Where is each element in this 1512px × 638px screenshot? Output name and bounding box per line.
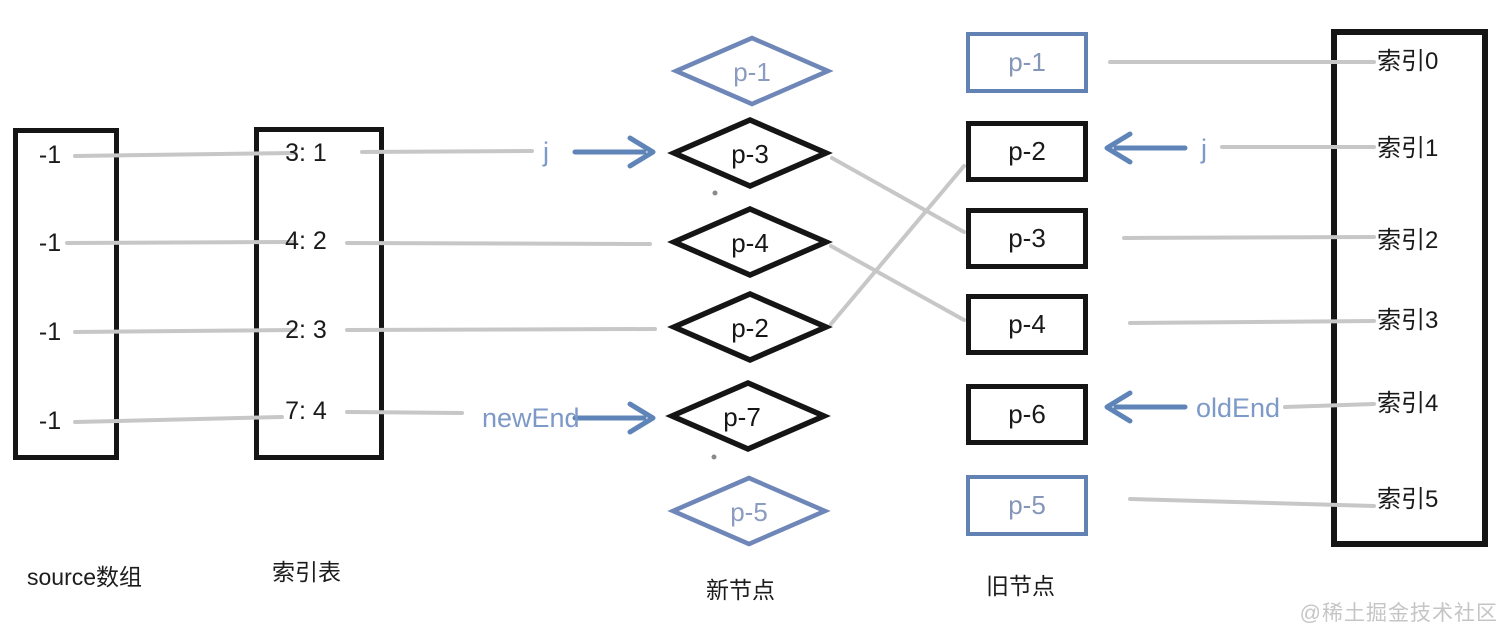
stray-dot-1 <box>712 190 718 196</box>
old-node-rect-p-3: p-3 <box>966 208 1088 269</box>
connector-index2-p2 <box>345 327 657 332</box>
index-column-box <box>1331 29 1488 547</box>
old-node-label: p-6 <box>1008 399 1046 429</box>
oldend-arrow-head <box>1104 390 1133 424</box>
index-column-label-1: 索引1 <box>1377 135 1439 162</box>
old-node-rect-p-6: p-6 <box>966 384 1088 445</box>
old-j-pointer-label: j <box>1201 134 1207 164</box>
index-column-label-3: 索引3 <box>1377 307 1439 334</box>
old-node-rect-p-1: p-1 <box>966 32 1088 93</box>
old-node-rect-p-4: p-4 <box>966 294 1088 355</box>
source-value: -1 <box>38 318 62 346</box>
index-table-entry: 4: 2 <box>285 227 327 255</box>
source-array-box <box>13 128 119 460</box>
watermark: @稀土掘金技术社区 <box>1299 602 1498 625</box>
old-node-label: p-1 <box>1008 47 1046 77</box>
index-table-entry: 7: 4 <box>285 397 327 425</box>
new-node-label-p-2: p-2 <box>731 313 769 343</box>
new-node-label-p-7: p-7 <box>723 402 761 432</box>
connector-newp4-oldp4 <box>829 244 966 322</box>
new-node-label-p-4: p-4 <box>731 228 769 258</box>
connector-index0-j <box>360 149 534 154</box>
old-node-label: p-2 <box>1008 136 1046 166</box>
source-value: -1 <box>38 229 62 257</box>
new-end-pointer-label: newEnd <box>482 403 580 433</box>
old-node-label: p-5 <box>1008 490 1046 520</box>
index-column-label-5: 索引5 <box>1377 486 1439 513</box>
connector-index1-p4 <box>345 241 652 246</box>
index-column-label-0: 索引0 <box>1377 48 1439 75</box>
index-table-caption: 索引表 <box>272 559 341 585</box>
index-column-label-4: 索引4 <box>1377 390 1439 417</box>
index-table-entry: 2: 3 <box>285 316 327 344</box>
new-node-diamonds <box>665 35 834 547</box>
old-node-label: p-3 <box>1008 223 1046 253</box>
pointer-arrows <box>572 131 1188 435</box>
old-node-label: p-4 <box>1008 309 1046 339</box>
new-nodes-caption: 新节点 <box>706 577 775 603</box>
new-j-pointer-label: j <box>543 137 549 167</box>
newend-arrow-head <box>627 401 656 435</box>
source-array-caption: source数组 <box>27 564 143 590</box>
source-value: -1 <box>38 407 62 435</box>
old-node-rect-p-5: p-5 <box>966 475 1088 536</box>
index-column-label-2: 索引2 <box>1377 227 1439 254</box>
new-node-label-p-5: p-5 <box>730 497 768 527</box>
j-arrow-head <box>627 135 656 169</box>
index-table-box <box>254 127 384 460</box>
old-j-arrow-head <box>1104 131 1133 165</box>
connector-newp2-oldp2 <box>829 164 966 326</box>
new-node-label-p-3: p-3 <box>731 139 769 169</box>
connector-newp3-oldp3 <box>830 156 966 234</box>
index-table-entry: 3: 1 <box>285 139 327 167</box>
old-node-rect-p-2: p-2 <box>966 121 1088 182</box>
old-end-pointer-label: oldEnd <box>1196 393 1281 423</box>
source-value: -1 <box>38 141 62 169</box>
old-nodes-caption: 旧节点 <box>986 573 1055 599</box>
new-node-label-p-1: p-1 <box>733 57 771 87</box>
stray-dot-2 <box>711 454 717 460</box>
